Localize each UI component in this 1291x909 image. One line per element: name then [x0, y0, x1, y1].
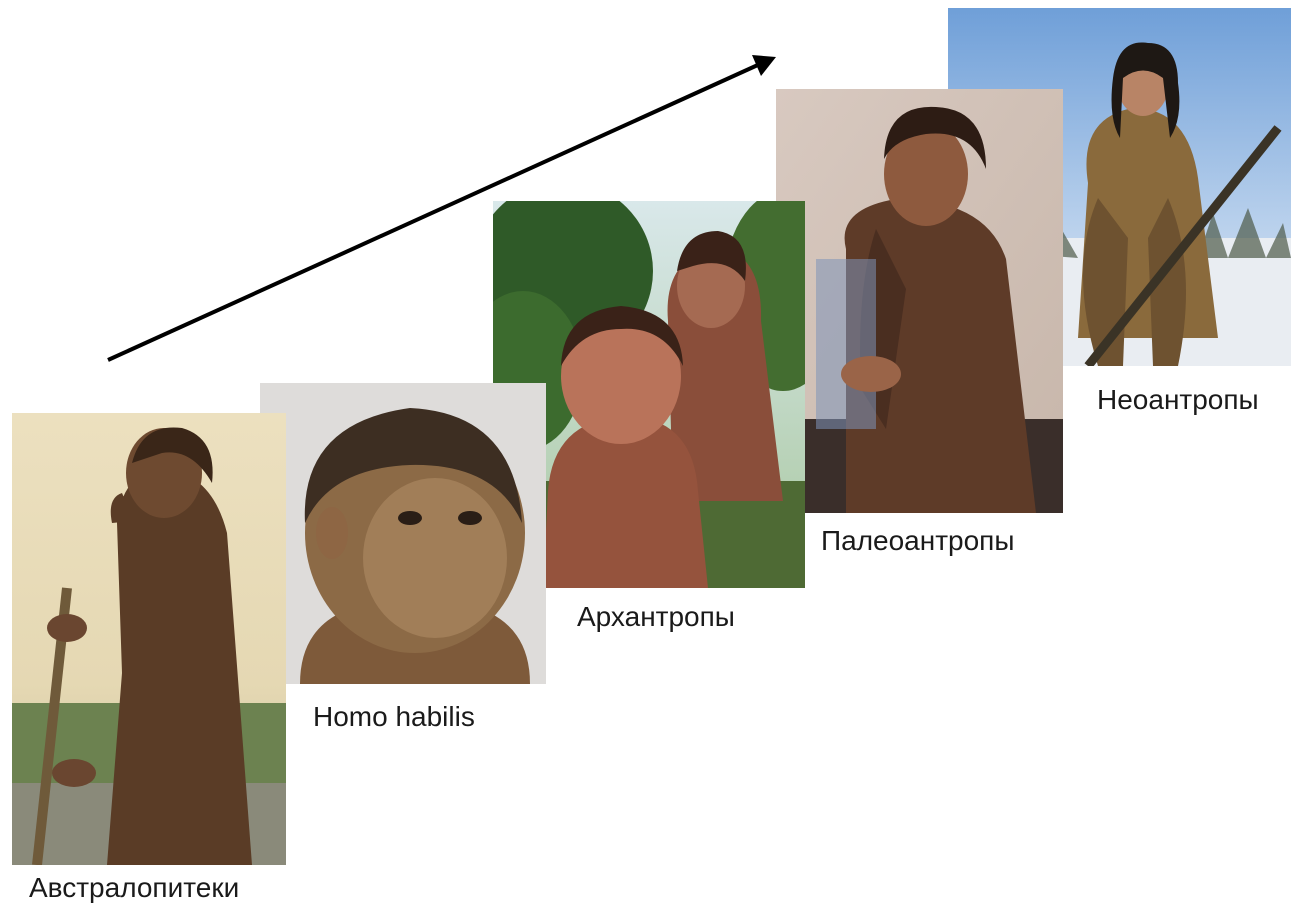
label-homo-habilis: Homo habilis — [313, 701, 475, 733]
label-neoanthropus: Неоантропы — [1097, 384, 1259, 416]
label-paleoanthropus: Палеоантропы — [821, 525, 1014, 557]
australopithecus-image — [12, 413, 286, 865]
label-australopithecus: Австралопитеки — [29, 872, 239, 904]
paleoanthropus-image — [776, 89, 1063, 513]
label-archanthropus: Архантропы — [577, 601, 735, 633]
homo-habilis-image — [260, 383, 546, 684]
